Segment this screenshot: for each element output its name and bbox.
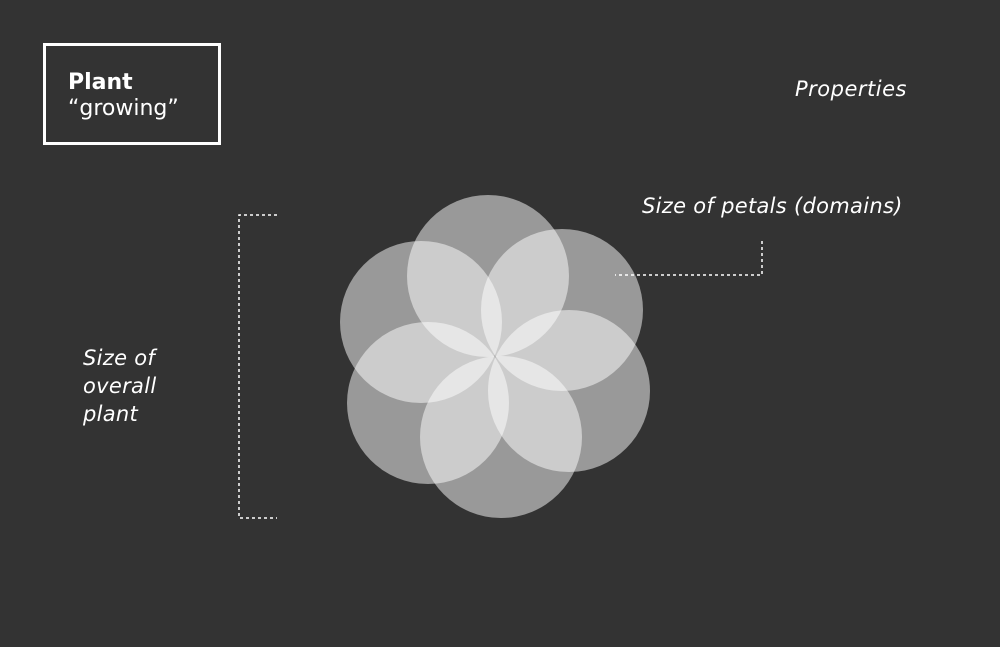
plant-name: Plant	[68, 70, 133, 95]
petal-size-label: Size of petals (domains)	[642, 194, 903, 218]
plant-state: “growing”	[68, 96, 179, 121]
plant-size-label-line-3: plant	[83, 402, 139, 426]
petal	[340, 241, 502, 403]
plant-size-label: Size of overall plant	[83, 344, 156, 428]
flower	[340, 195, 650, 518]
plant-size-label-line-2: overall	[83, 374, 157, 398]
properties-heading: Properties	[795, 77, 907, 101]
petal-size-leader-line	[615, 241, 763, 276]
plant-title-box: Plant “growing”	[43, 43, 221, 145]
plant-size-bracket	[238, 214, 277, 519]
plant-size-label-line-1: Size of	[83, 346, 156, 370]
